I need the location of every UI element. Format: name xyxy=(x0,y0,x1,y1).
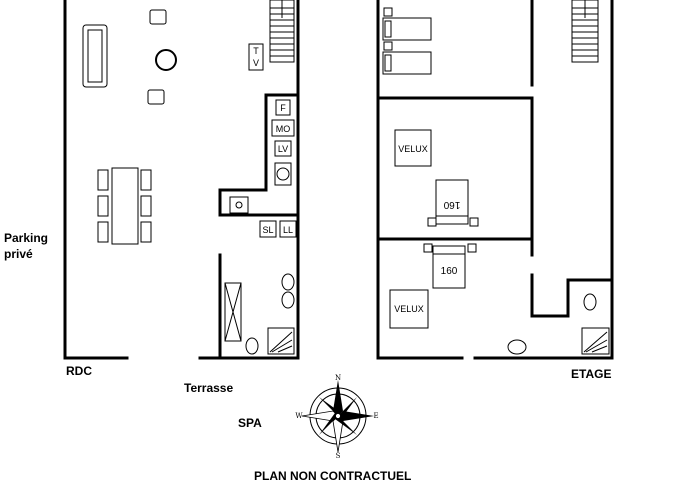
washbasin-etage xyxy=(507,339,527,355)
coffee-table xyxy=(155,49,177,71)
toilet-rdc xyxy=(245,337,259,355)
shower-rdc xyxy=(267,327,295,355)
svg-text:VELUX: VELUX xyxy=(398,144,428,154)
rdc-label: RDC xyxy=(66,364,92,378)
closet xyxy=(224,282,242,342)
washbasin-2 xyxy=(281,291,295,309)
parking-label-line1: Parking xyxy=(4,231,48,245)
kitchen-wall xyxy=(218,93,300,217)
svg-text:SL: SL xyxy=(262,225,273,235)
sink xyxy=(229,196,249,214)
etage-label: ETAGE xyxy=(571,367,611,381)
fridge: F xyxy=(275,99,291,116)
cooktop xyxy=(274,162,292,186)
dining-table xyxy=(97,167,152,245)
svg-text:LL: LL xyxy=(283,225,293,235)
wall-toilet xyxy=(566,278,614,318)
etage-right-wall xyxy=(473,0,614,360)
compass-north: N xyxy=(335,374,341,382)
washer: LL xyxy=(279,220,297,238)
terrasse-label: Terrasse xyxy=(184,381,233,395)
tv-label-t: T xyxy=(253,46,259,56)
ground-floor: T V F MO LV xyxy=(63,0,300,360)
tv-unit xyxy=(248,43,264,71)
armchair-top xyxy=(149,9,167,25)
spa-label: SPA xyxy=(238,416,262,430)
compass-west: W xyxy=(295,412,303,420)
bed-1-size: 160 xyxy=(443,199,460,210)
toilet-etage xyxy=(583,293,597,311)
velux-window-2: VELUX xyxy=(389,289,429,329)
shower-etage xyxy=(581,327,610,355)
upper-floor: VELUX 160 160 VELUX xyxy=(376,0,614,360)
svg-text:MO: MO xyxy=(276,124,291,134)
dishwasher: LV xyxy=(274,140,292,157)
armchair-bottom xyxy=(147,89,165,105)
microwave: MO xyxy=(271,119,295,137)
single-beds xyxy=(382,7,432,75)
staircase-etage xyxy=(571,0,599,63)
compass-rose: N S E W xyxy=(295,374,378,460)
bed-2-size: 160 xyxy=(441,266,458,277)
parking-label-line2: privé xyxy=(4,247,33,261)
disclaimer-label: PLAN NON CONTRACTUEL xyxy=(254,469,411,483)
staircase-rdc xyxy=(269,0,295,63)
velux-window-1: VELUX xyxy=(394,129,432,167)
svg-text:LV: LV xyxy=(278,144,288,154)
etage-left-wall xyxy=(376,0,464,360)
compass-east: E xyxy=(373,412,378,420)
sofa xyxy=(82,24,108,88)
washbasin-1 xyxy=(281,273,295,291)
tv-label-v: V xyxy=(253,58,259,68)
rdc-right-wall xyxy=(198,0,300,360)
dryer: SL xyxy=(259,220,277,238)
double-bed-1: 160 xyxy=(427,179,479,227)
svg-text:VELUX: VELUX xyxy=(394,304,424,314)
svg-text:F: F xyxy=(280,103,286,113)
double-bed-2: 160 xyxy=(423,243,477,289)
rdc-left-wall xyxy=(63,0,129,360)
compass-south: S xyxy=(336,452,341,460)
wall-bathroom xyxy=(530,273,570,318)
